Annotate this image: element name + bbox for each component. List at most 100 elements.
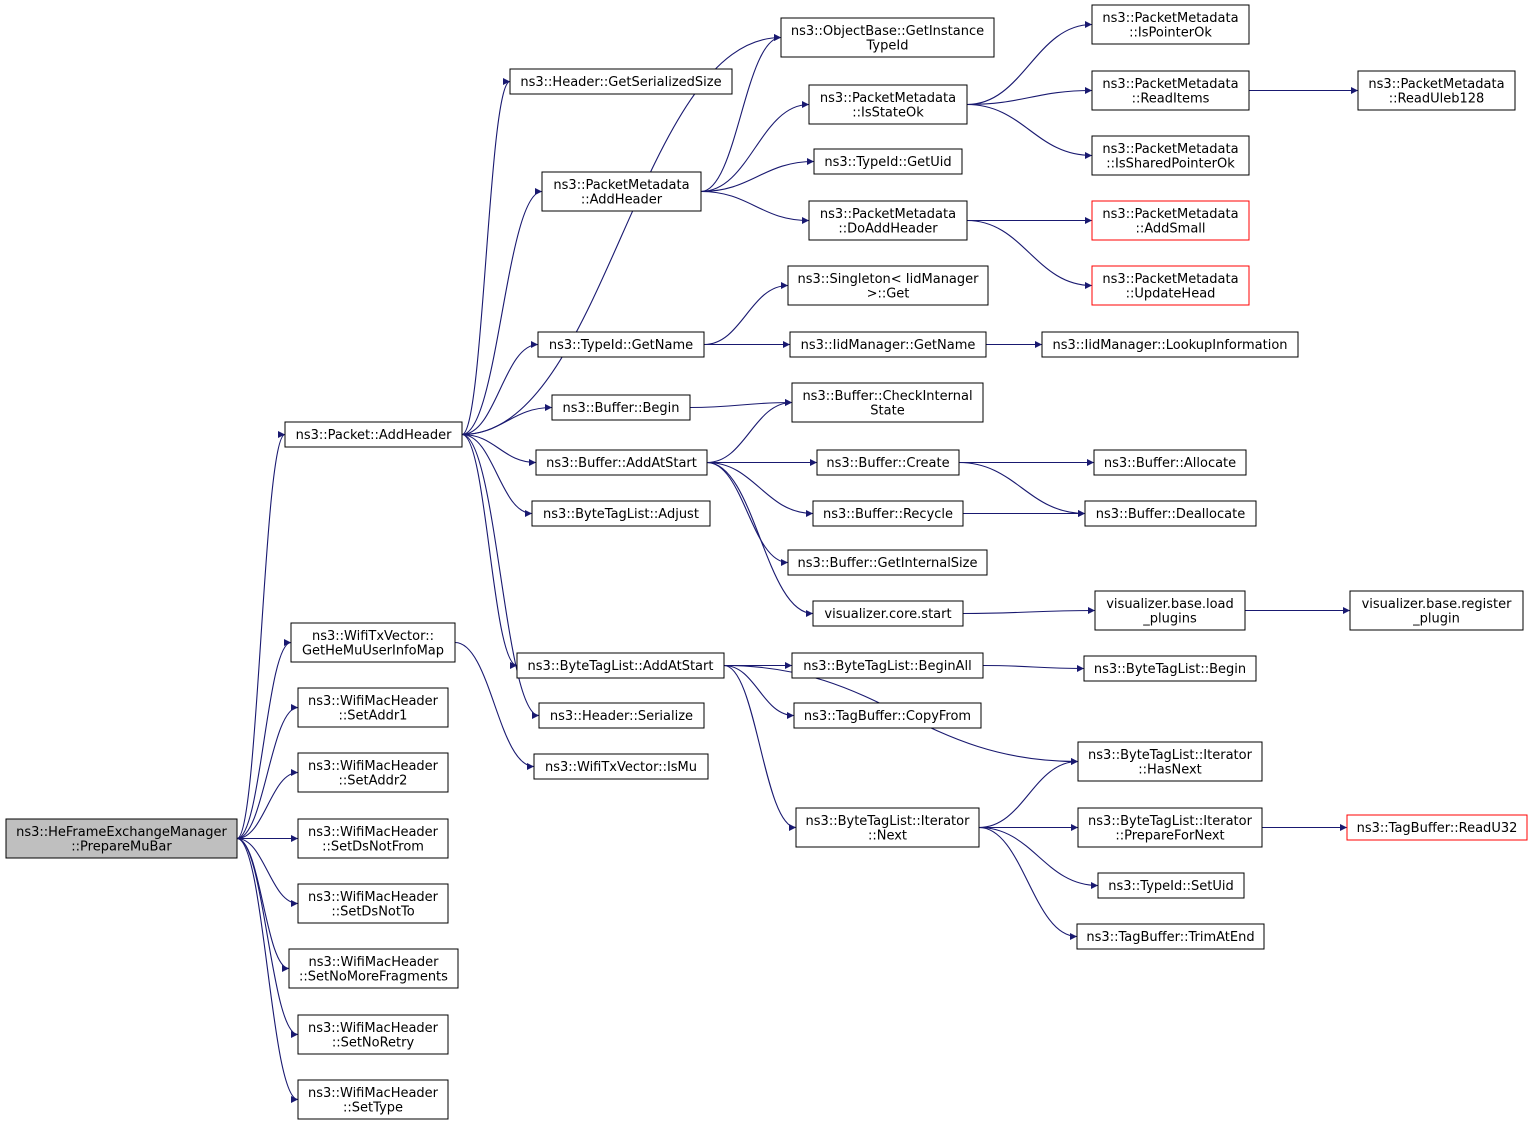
- edge-n1-n16: [461, 433, 518, 669]
- node-n33[interactable]: ns3::PacketMetadata::IsPointerOk: [1091, 4, 1250, 45]
- node-label: ns3::PacketMetadata: [1102, 11, 1238, 26]
- node-label: ns3::WifiMacHeader: [308, 1021, 439, 1036]
- node-n49[interactable]: ns3::TagBuffer::ReadU32: [1346, 814, 1528, 841]
- node-n43[interactable]: ns3::ByteTagList::Iterator::HasNext: [1077, 741, 1263, 782]
- node-label: ::AddHeader: [581, 192, 663, 207]
- node-n46[interactable]: ns3::TagBuffer::TrimAtEnd: [1076, 923, 1265, 950]
- node-label: GetHeMuUserInfoMap: [302, 643, 444, 658]
- node-n1[interactable]: ns3::Packet::AddHeader: [284, 421, 463, 448]
- node-n38[interactable]: ns3::IidManager::LookupInformation: [1041, 331, 1299, 358]
- edge-path: [700, 158, 815, 193]
- node-n3[interactable]: ns3::WifiMacHeader::SetAddr1: [297, 687, 449, 728]
- node-n2[interactable]: ns3::WifiTxVector::GetHeMuUserInfoMap: [290, 622, 456, 663]
- node-n9[interactable]: ns3::WifiMacHeader::SetType: [297, 1079, 449, 1120]
- node-n10[interactable]: ns3::Header::GetSerializedSize: [509, 68, 733, 95]
- node-n27[interactable]: ns3::Buffer::Recycle: [812, 500, 964, 527]
- node-n4[interactable]: ns3::WifiMacHeader::SetAddr2: [297, 752, 449, 793]
- node-n0[interactable]: ns3::HeFrameExchangeManager::PrepareMuBa…: [5, 818, 238, 859]
- node-label: ::SetDsNotTo: [331, 904, 414, 919]
- node-n6[interactable]: ns3::WifiMacHeader::SetDsNotTo: [297, 883, 449, 924]
- node-label: visualizer.base.load: [1106, 597, 1234, 612]
- node-label: ::AddSmall: [1135, 221, 1205, 236]
- edge-path: [978, 826, 1099, 889]
- node-n41[interactable]: visualizer.base.load_plugins: [1094, 590, 1246, 631]
- edge-n11-n19: [700, 34, 782, 193]
- node-label: ns3::Header::GetSerializedSize: [520, 75, 721, 90]
- node-label: ::IsStateOk: [852, 105, 924, 120]
- node-n35[interactable]: ns3::PacketMetadata::IsSharedPointerOk: [1091, 135, 1250, 176]
- node-n29[interactable]: visualizer.core.start: [812, 600, 964, 627]
- edge-path: [236, 837, 290, 972]
- edge-path: [703, 282, 789, 346]
- node-n23[interactable]: ns3::Singleton< IidManager>::Get: [787, 265, 989, 306]
- node-n18[interactable]: ns3::WifiTxVector::IsMu: [533, 753, 709, 780]
- edge-path: [966, 21, 1093, 106]
- node-n14[interactable]: ns3::Buffer::AddAtStart: [535, 449, 708, 476]
- edge-n0-n4: [236, 769, 299, 840]
- node-label: ns3::ByteTagList::AddAtStart: [528, 659, 714, 674]
- edge-path: [454, 641, 535, 770]
- node-label: ns3::Buffer::Create: [826, 456, 949, 471]
- edge-n14-n27: [706, 461, 814, 517]
- edge-n0-n9: [236, 837, 299, 1103]
- node-n42[interactable]: ns3::ByteTagList::Begin: [1083, 655, 1257, 682]
- node-box: [297, 883, 449, 924]
- node-n17[interactable]: ns3::Header::Serialize: [538, 702, 705, 729]
- edge-n14-n28: [706, 461, 789, 566]
- node-n48[interactable]: visualizer.base.register_plugin: [1349, 590, 1524, 631]
- edge-n0-n7: [236, 837, 290, 972]
- node-label: ns3::Buffer::Recycle: [823, 507, 953, 522]
- node-n47[interactable]: ns3::PacketMetadata::ReadUleb128: [1357, 70, 1516, 111]
- edge-n13-n25: [689, 399, 793, 409]
- node-n37[interactable]: ns3::PacketMetadata::UpdateHead: [1091, 265, 1250, 306]
- node-n15[interactable]: ns3::ByteTagList::Adjust: [531, 500, 711, 527]
- node-box: [1076, 923, 1265, 950]
- node-n20[interactable]: ns3::PacketMetadata::IsStateOk: [808, 84, 968, 125]
- node-n32[interactable]: ns3::ByteTagList::Iterator::Next: [795, 807, 980, 848]
- edge-n1-n14: [461, 433, 537, 466]
- node-label: ::SetAddr1: [339, 708, 408, 723]
- edge-path: [461, 433, 533, 517]
- node-n34[interactable]: ns3::PacketMetadata::ReadItems: [1091, 70, 1250, 111]
- node-box: [531, 500, 711, 527]
- node-n31[interactable]: ns3::TagBuffer::CopyFrom: [793, 702, 982, 729]
- node-n5[interactable]: ns3::WifiMacHeader::SetDsNotFrom: [297, 818, 449, 859]
- node-n45[interactable]: ns3::TypeId::SetUid: [1097, 872, 1245, 899]
- node-n11[interactable]: ns3::PacketMetadata::AddHeader: [541, 171, 702, 212]
- edge-n1-n12: [461, 341, 539, 436]
- node-n30[interactable]: ns3::ByteTagList::BeginAll: [791, 652, 984, 679]
- node-n13[interactable]: ns3::Buffer::Begin: [551, 394, 691, 421]
- node-n21[interactable]: ns3::TypeId::GetUid: [813, 148, 963, 175]
- edge-n1-n19: [461, 34, 782, 436]
- node-box: [1097, 872, 1245, 899]
- node-n16[interactable]: ns3::ByteTagList::AddAtStart: [516, 652, 725, 679]
- node-label: ::HasNext: [1138, 762, 1202, 777]
- node-n24[interactable]: ns3::IidManager::GetName: [789, 331, 987, 358]
- node-n44[interactable]: ns3::ByteTagList::Iterator::PrepareForNe…: [1077, 807, 1263, 848]
- node-label: ns3::ByteTagList::Iterator: [806, 814, 971, 829]
- node-label: ns3::WifiTxVector::IsMu: [545, 760, 697, 775]
- node-box: [297, 687, 449, 728]
- node-label: ns3::TypeId::GetUid: [824, 155, 951, 170]
- node-n8[interactable]: ns3::WifiMacHeader::SetNoRetry: [297, 1014, 449, 1055]
- node-label: ns3::HeFrameExchangeManager: [16, 825, 227, 840]
- node-n28[interactable]: ns3::Buffer::GetInternalSize: [787, 549, 988, 576]
- node-box: [509, 68, 733, 95]
- node-n39[interactable]: ns3::Buffer::Allocate: [1093, 449, 1247, 476]
- node-label: ns3::TagBuffer::CopyFrom: [804, 709, 971, 724]
- node-n36[interactable]: ns3::PacketMetadata::AddSmall: [1091, 200, 1250, 241]
- node-label: State: [870, 403, 904, 418]
- node-n40[interactable]: ns3::Buffer::Deallocate: [1084, 500, 1257, 527]
- node-n7[interactable]: ns3::WifiMacHeader::SetNoMoreFragments: [288, 948, 459, 989]
- edge-path: [706, 461, 814, 617]
- edge-path: [723, 664, 797, 831]
- node-label: ns3::Singleton< IidManager: [797, 272, 979, 287]
- node-n22[interactable]: ns3::PacketMetadata::DoAddHeader: [808, 200, 968, 241]
- edge-n11-n21: [700, 158, 815, 193]
- node-n12[interactable]: ns3::TypeId::GetName: [537, 331, 705, 358]
- node-box: [791, 382, 984, 423]
- node-n26[interactable]: ns3::Buffer::Create: [816, 449, 960, 476]
- node-label: ns3::PacketMetadata: [1102, 77, 1238, 92]
